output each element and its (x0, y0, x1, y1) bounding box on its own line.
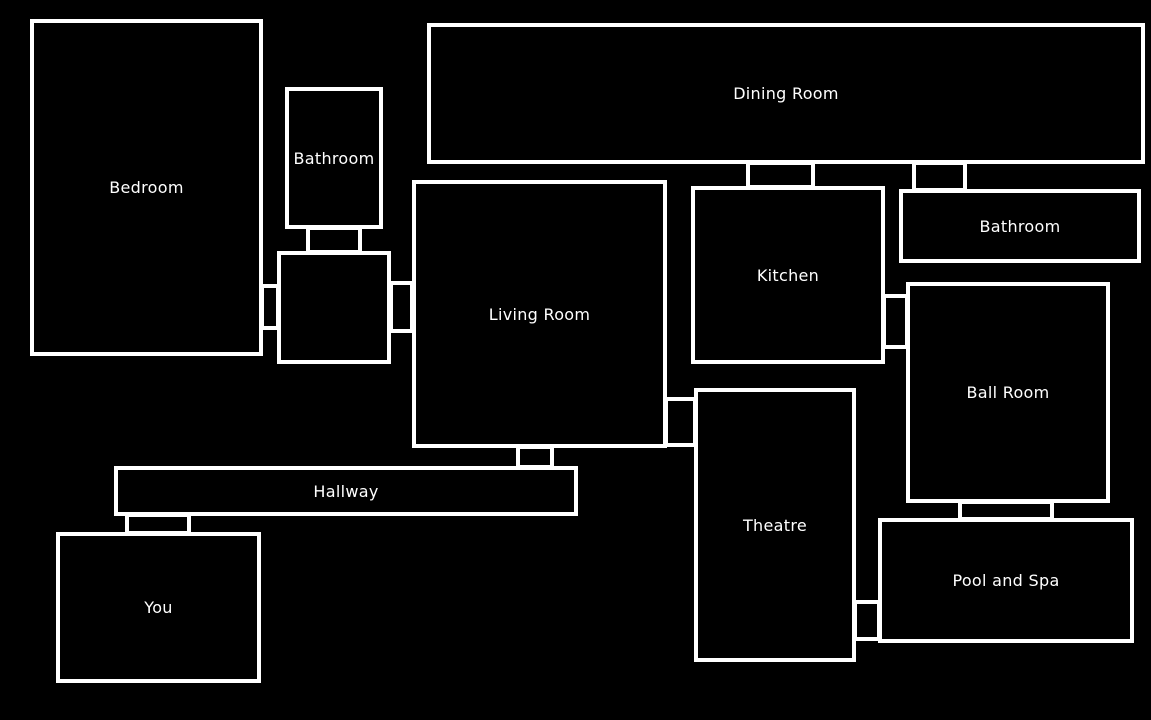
door-dining-kitchen[interactable] (746, 161, 815, 189)
room-label-bathroom-west: Bathroom (293, 148, 375, 168)
door-ball-room-pool[interactable] (958, 500, 1054, 521)
door-bathroom-closet[interactable] (306, 226, 362, 254)
room-label-living-room: Living Room (488, 304, 591, 324)
room-living-room[interactable]: Living Room (412, 180, 667, 448)
room-closet[interactable] (277, 251, 391, 364)
room-pool-and-spa[interactable]: Pool and Spa (878, 518, 1134, 643)
room-label-theatre: Theatre (742, 515, 807, 535)
door-closet-living-room[interactable] (389, 281, 414, 333)
door-theatre-pool[interactable] (853, 600, 881, 641)
room-label-you: You (144, 598, 173, 617)
room-dining-room[interactable]: Dining Room (427, 23, 1145, 164)
room-label-pool-and-spa: Pool and Spa (952, 571, 1060, 590)
room-bathroom-east[interactable]: Bathroom (899, 189, 1141, 263)
room-label-kitchen: Kitchen (756, 265, 820, 285)
door-kitchen-ball-room[interactable] (882, 294, 909, 349)
room-bathroom-west[interactable]: Bathroom (285, 87, 383, 229)
door-living-room-theatre[interactable] (664, 397, 697, 447)
room-bedroom[interactable]: Bedroom (30, 19, 263, 356)
room-kitchen[interactable]: Kitchen (691, 186, 885, 364)
room-ball-room[interactable]: Ball Room (906, 282, 1110, 503)
room-you[interactable]: You (56, 532, 261, 683)
room-label-ball-room: Ball Room (966, 383, 1050, 402)
room-hallway[interactable]: Hallway (114, 466, 578, 516)
door-hallway-you[interactable] (125, 513, 191, 535)
door-living-room-hallway[interactable] (516, 445, 554, 469)
room-label-dining-room: Dining Room (733, 84, 839, 103)
room-theatre[interactable]: Theatre (694, 388, 856, 662)
door-bedroom-closet[interactable] (260, 284, 280, 330)
room-label-bedroom: Bedroom (109, 178, 184, 197)
room-label-hallway: Hallway (313, 481, 379, 501)
room-label-bathroom-east: Bathroom (979, 216, 1061, 236)
door-dining-bathroom[interactable] (912, 161, 967, 192)
